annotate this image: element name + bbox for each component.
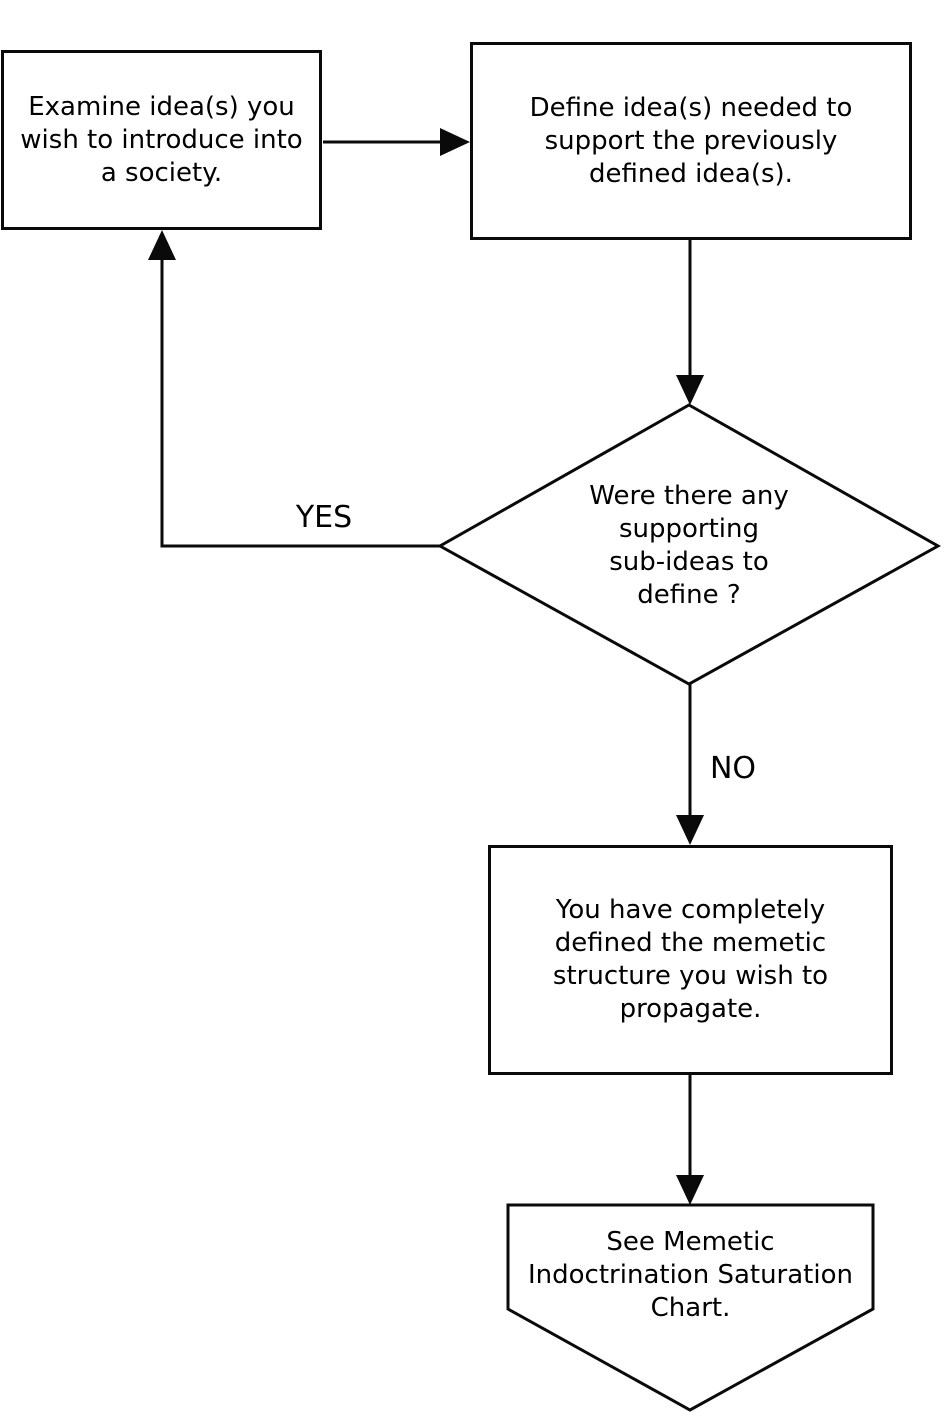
node-define-support-label: Define idea(s) needed to support the pre… [529,92,853,189]
arrowhead-right-into-define [440,128,470,156]
node-complete-label: You have completely defined the memetic … [552,895,829,1024]
node-examine-ideas: Examine idea(s) you wish to introduce in… [1,50,322,230]
node-define-support: Define idea(s) needed to support the pre… [470,42,912,240]
node-complete: You have completely defined the memetic … [488,845,893,1075]
decision-diamond-shape [436,403,942,686]
terminal-pentagon-shape [506,1203,875,1412]
arrowhead-up-into-examine [148,230,176,260]
arrowhead-down-into-chart [676,1175,704,1205]
edge-label-no: NO [709,751,757,786]
node-examine-ideas-label: Examine idea(s) you wish to introduce in… [20,91,303,188]
arrowhead-down-into-complete [676,815,704,845]
edge-label-yes: YES [295,500,353,535]
connector-yes-loop [160,258,440,548]
arrowhead-down-into-decision [676,375,704,405]
